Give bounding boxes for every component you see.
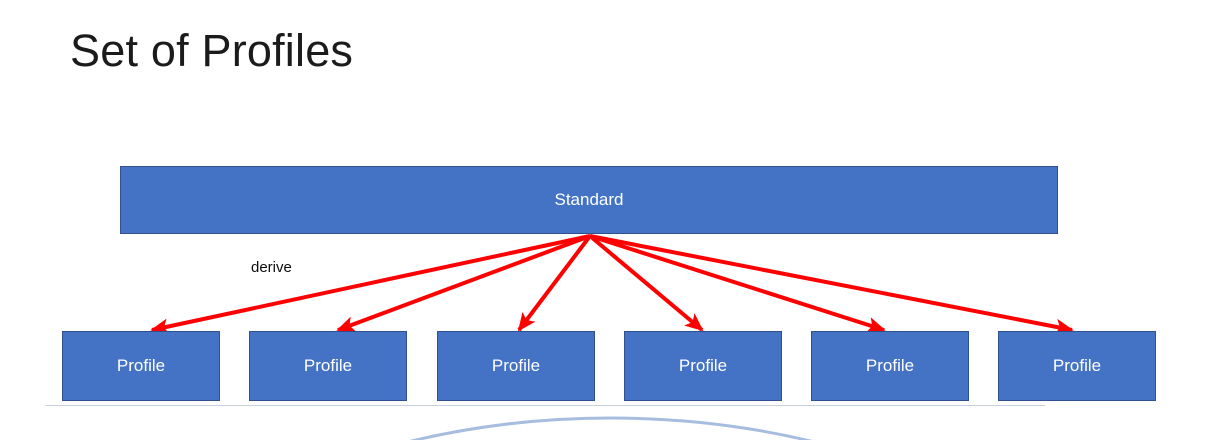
- profile-node-label: Profile: [865, 356, 915, 376]
- derive-arrow-2: [336, 234, 591, 332]
- decorative-ellipse-outline: [409, 416, 813, 440]
- standard-node[interactable]: Standard: [120, 166, 1058, 234]
- profile-node-label: Profile: [1052, 356, 1102, 376]
- profile-node-label: Profile: [116, 356, 166, 376]
- profile-node-6[interactable]: Profile: [998, 331, 1156, 401]
- profile-node-label: Profile: [303, 356, 353, 376]
- profile-node-label: Profile: [678, 356, 728, 376]
- profile-node-label: Profile: [491, 356, 541, 376]
- profile-node-5[interactable]: Profile: [811, 331, 969, 401]
- derive-arrow-5: [589, 234, 886, 333]
- derive-label: derive: [251, 259, 292, 276]
- baseline-rule: [45, 405, 1045, 406]
- standard-node-label: Standard: [554, 190, 624, 210]
- derive-arrow-3: [517, 234, 592, 332]
- profile-node-1[interactable]: Profile: [62, 331, 220, 401]
- page-title: Set of Profiles: [70, 25, 354, 76]
- derive-arrow-6: [589, 234, 1074, 335]
- profile-node-2[interactable]: Profile: [249, 331, 407, 401]
- profile-node-4[interactable]: Profile: [624, 331, 782, 401]
- profile-node-3[interactable]: Profile: [437, 331, 595, 401]
- derive-arrow-4: [588, 234, 704, 332]
- derive-arrow-1: [150, 234, 591, 335]
